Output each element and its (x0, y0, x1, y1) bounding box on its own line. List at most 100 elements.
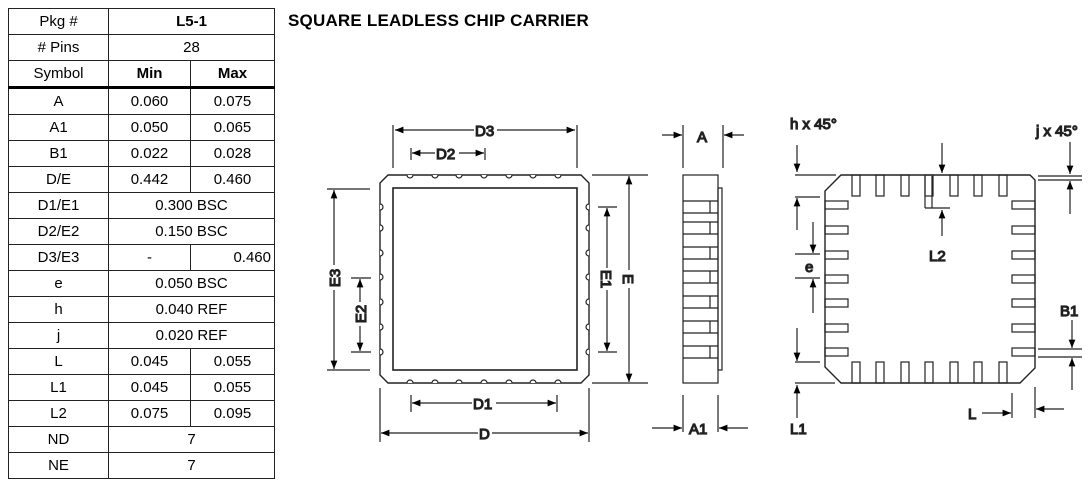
pad (924, 361, 934, 384)
max-cell: 0.028 (190, 140, 275, 167)
castellation (554, 379, 562, 384)
castellations (379, 174, 590, 384)
pad (900, 174, 910, 197)
value-cell: 0.050 BSC (108, 270, 275, 297)
pad (824, 347, 849, 357)
value-cell: 0.020 REF (108, 322, 275, 349)
label-E2: E2 (353, 305, 370, 323)
symbol-cell: L2 (8, 400, 109, 427)
castellation (379, 203, 384, 211)
castellation (585, 224, 590, 232)
value-cell: 0.040 REF (108, 296, 275, 323)
pad (998, 361, 1008, 384)
min-cell: 0.060 (108, 87, 191, 115)
castellation (379, 348, 384, 356)
pad (824, 250, 849, 260)
label-B1: B1 (1060, 303, 1078, 320)
label-D2: D2 (436, 146, 455, 163)
pad (824, 298, 849, 308)
value-cell: 0.150 BSC (108, 218, 275, 245)
max-cell: 0.065 (190, 114, 275, 141)
castellation (480, 174, 488, 179)
pkg-value: L5-1 (108, 8, 275, 35)
pad (900, 361, 910, 384)
castellation (455, 379, 463, 384)
label-L: L (968, 406, 976, 423)
max-cell: 0.460 (190, 244, 275, 271)
pins-label: # Pins (8, 34, 109, 61)
pkg-label: Pkg # (8, 8, 109, 35)
symbol-cell: j (8, 322, 109, 349)
pad (998, 174, 1008, 197)
pad (824, 200, 849, 210)
max-cell: 0.075 (190, 87, 275, 115)
pad (851, 361, 861, 384)
castellation (406, 379, 414, 384)
symbol-cell: A (8, 87, 109, 115)
table-row: D3/E3-0.460 (8, 244, 275, 271)
pad (1011, 323, 1036, 333)
castellation (431, 174, 439, 179)
table-row: Pkg # L5-1 (8, 8, 275, 35)
castellation (585, 273, 590, 281)
label-L2: L2 (929, 248, 946, 265)
castellation (529, 174, 537, 179)
label-E1: E1 (597, 270, 614, 288)
pad (824, 274, 849, 284)
castellation (379, 323, 384, 331)
value-cell: 7 (108, 426, 275, 453)
label-L1: L1 (790, 421, 807, 438)
side-view: A A1 (652, 125, 748, 439)
pad (973, 361, 983, 384)
label-E: E (619, 274, 636, 284)
pad (949, 174, 959, 197)
castellation (379, 224, 384, 232)
pad (824, 323, 849, 333)
castellation (431, 379, 439, 384)
max-cell: 0.460 (190, 166, 275, 193)
label-j: j x 45° (1035, 123, 1078, 140)
pad (851, 174, 861, 197)
table-row: # Pins 28 (8, 34, 275, 61)
pad (1011, 298, 1036, 308)
pad (824, 225, 849, 235)
castellation (379, 273, 384, 281)
castellation (379, 249, 384, 257)
pad (875, 361, 885, 384)
pad (875, 174, 885, 197)
castellation (585, 323, 590, 331)
bottom-outline (824, 174, 1036, 384)
symbol-cell: D3/E3 (8, 244, 109, 271)
value-cell: 7 (108, 452, 275, 479)
castellation (529, 379, 537, 384)
pad (1011, 225, 1036, 235)
label-D1: D1 (473, 396, 492, 413)
label-e: e (805, 259, 813, 276)
castellation (585, 203, 590, 211)
castellation (455, 174, 463, 179)
min-cell: 0.050 (108, 114, 191, 141)
lid (392, 187, 578, 371)
castellation (480, 379, 488, 384)
symbol-cell: D/E (8, 166, 109, 193)
castellation (585, 298, 590, 306)
label-D: D (479, 426, 490, 443)
max-cell: 0.055 (190, 374, 275, 401)
castellation (505, 379, 513, 384)
pad (1011, 250, 1036, 260)
symbol-cell: D2/E2 (8, 218, 109, 245)
symbol-cell: NE (8, 452, 109, 479)
castellation (379, 298, 384, 306)
castellation (585, 249, 590, 257)
